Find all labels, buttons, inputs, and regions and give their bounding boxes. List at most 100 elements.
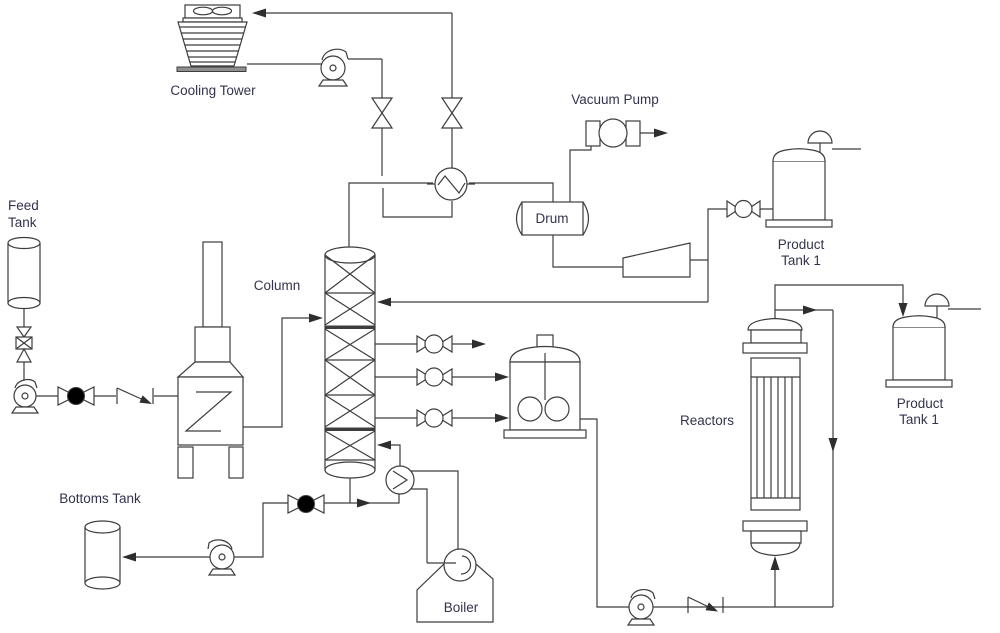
feed-tank-label-line2: Tank [8,215,37,230]
boiler-blower [443,548,477,582]
bottoms-tank-label: Bottoms Tank [59,491,141,506]
furnace-body [177,376,244,446]
reactor-bottom-dome [750,542,801,557]
bottoms-pump [207,539,237,576]
boiler-label: Boiler [444,600,479,615]
pump-base [207,568,237,576]
furnace [176,241,245,479]
relief-dome-icon [807,130,833,144]
cooling-supply-valve [370,97,394,129]
drum [515,201,590,236]
pipe-reactor-feed [580,310,834,608]
check-valve-icon [687,596,724,613]
drum-shell [521,201,584,236]
arrow-into-product-tank [898,303,908,317]
tank-shell [892,326,946,381]
valve-wings [416,408,453,428]
arrow-draw-1 [472,339,486,349]
valve-ball-icon [67,387,85,405]
furnace-neck [194,326,231,363]
pipe-instrument-stubs [832,148,981,310]
arrow-recycle-right [803,305,817,315]
cooling-tower-label: Cooling Tower [170,83,256,98]
reactor-shell [750,357,801,511]
pipe-cooling-supply [247,58,453,218]
impeller-icon [517,396,543,422]
pump-hub [637,603,645,611]
vacuum-pump-label: Vacuum Pump [571,92,659,107]
pump-base [317,79,349,87]
burner-coil-icon [184,391,233,432]
tank-base [885,379,953,388]
reactor-top-dome [747,317,803,331]
exchanger-coil-icon [437,175,466,195]
tower-louvers [180,26,246,63]
valve-bottom [15,347,33,363]
pipe-reactor-out [774,284,904,319]
flow-arrows [122,8,908,570]
arrow-reflux-into-column [377,297,391,307]
column-divider [325,325,375,329]
product-tank-right-label-line2: Tank 1 [899,412,939,427]
furnace-shoulder [176,361,245,378]
condenser-exchanger [427,167,475,201]
product-tank-top [765,130,833,228]
valve-globe-icon [424,408,444,428]
tank-top [84,520,121,534]
tank-base [503,429,587,439]
piping [23,12,981,608]
exchanger-coil-icon [392,470,409,490]
valve-top [15,326,33,339]
pump-base [626,618,656,626]
valve-ball-icon [297,495,315,513]
furnace-leg [177,446,194,479]
boiler [416,548,494,623]
feed-tank [7,236,41,310]
draw-valve-3 [416,408,453,428]
check-valve-arrow [705,602,718,612]
feeder [622,242,691,278]
pipe-cooling-return [266,12,453,168]
arrow-draw-3 [495,413,509,423]
cooling-return-valve [440,97,464,129]
product-tank-valve [726,199,761,219]
furnace-stack [202,241,223,328]
bottoms-ball-valve [287,494,325,514]
feed-pump [10,378,40,414]
pump-port [625,120,641,147]
pump-body [320,55,346,81]
feeder-body [622,242,691,278]
column-label: Column [254,278,301,293]
valve-wings [416,367,453,387]
arrow-into-tower [252,8,266,18]
pump-base [10,406,40,414]
tank-shell [772,160,826,221]
arrow-to-reboiler [357,498,371,508]
reactor-top-neck [750,329,802,344]
mixer-tank [503,334,587,439]
tower-body [177,21,248,67]
reactor [742,317,808,557]
tank-bottom [84,576,121,590]
reactor-top-flange [742,342,808,354]
valve-globe-icon [734,199,753,219]
reactor-bottom-neck [750,530,802,544]
tank-dome [772,148,826,162]
feed-tank-valve [15,326,33,363]
tank-shell [7,242,41,304]
valve-globe-icon [424,334,444,354]
arrow-draw-2 [495,372,509,382]
drum-label: Drum [536,211,569,226]
feed-check-valve [116,387,154,404]
reactors-label: Reactors [680,413,734,428]
valve-icon [440,97,464,129]
draw-valve-2 [416,367,453,387]
valve-cross [15,336,33,350]
valve-globe-icon [424,367,444,387]
vacuum-pump [585,118,641,148]
product-tank-top-label-line2: Tank 1 [781,253,821,268]
pump-body [628,594,654,620]
reboiler-exchanger [385,465,415,495]
feed-tank-label-line1: Feed [8,198,39,213]
pump-body [209,544,235,570]
